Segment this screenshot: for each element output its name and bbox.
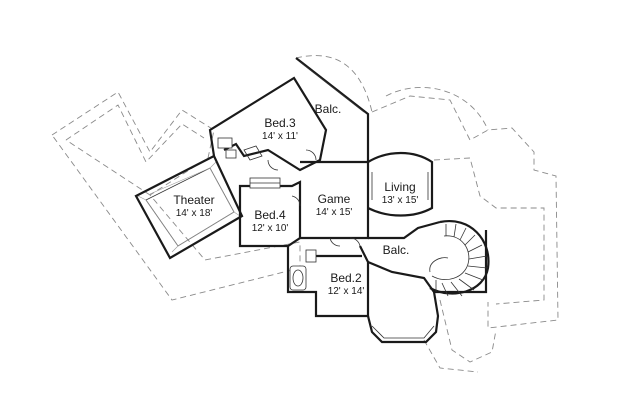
room-name: Game xyxy=(318,192,351,206)
theater-hatch xyxy=(137,161,241,253)
room-dims: 14' x 15' xyxy=(316,207,353,218)
room-dims: 13' x 15' xyxy=(382,195,419,206)
room-balc-top: Balc. xyxy=(315,102,342,116)
room-balc-mid: Balc. xyxy=(383,243,410,257)
room-name: Theater xyxy=(173,193,214,207)
room-bed2: Bed.2 12' x 14' xyxy=(328,271,365,297)
room-bed4: Bed.4 12' x 10' xyxy=(252,208,289,234)
room-living: Living 13' x 15' xyxy=(382,180,419,206)
room-dims: 14' x 18' xyxy=(176,208,213,219)
room-name: Bed.4 xyxy=(254,208,286,222)
room-name: Bed.3 xyxy=(264,116,296,130)
fixtures xyxy=(217,137,435,339)
room-name: Balc. xyxy=(315,102,342,116)
walls xyxy=(134,57,488,344)
stair-treads xyxy=(435,223,488,297)
lower-level-outline xyxy=(51,55,559,373)
room-dims: 14' x 11' xyxy=(262,131,298,142)
room-game: Game 14' x 15' xyxy=(316,192,353,218)
room-bed3: Bed.3 14' x 11' xyxy=(262,116,298,142)
room-name: Living xyxy=(384,180,415,194)
spiral-stair xyxy=(429,219,490,297)
room-dims: 12' x 10' xyxy=(252,223,289,234)
room-name: Bed.2 xyxy=(330,271,362,285)
room-name: Balc. xyxy=(383,243,410,257)
room-dims: 12' x 14' xyxy=(328,286,365,297)
room-theater: Theater 14' x 18' xyxy=(173,193,214,219)
